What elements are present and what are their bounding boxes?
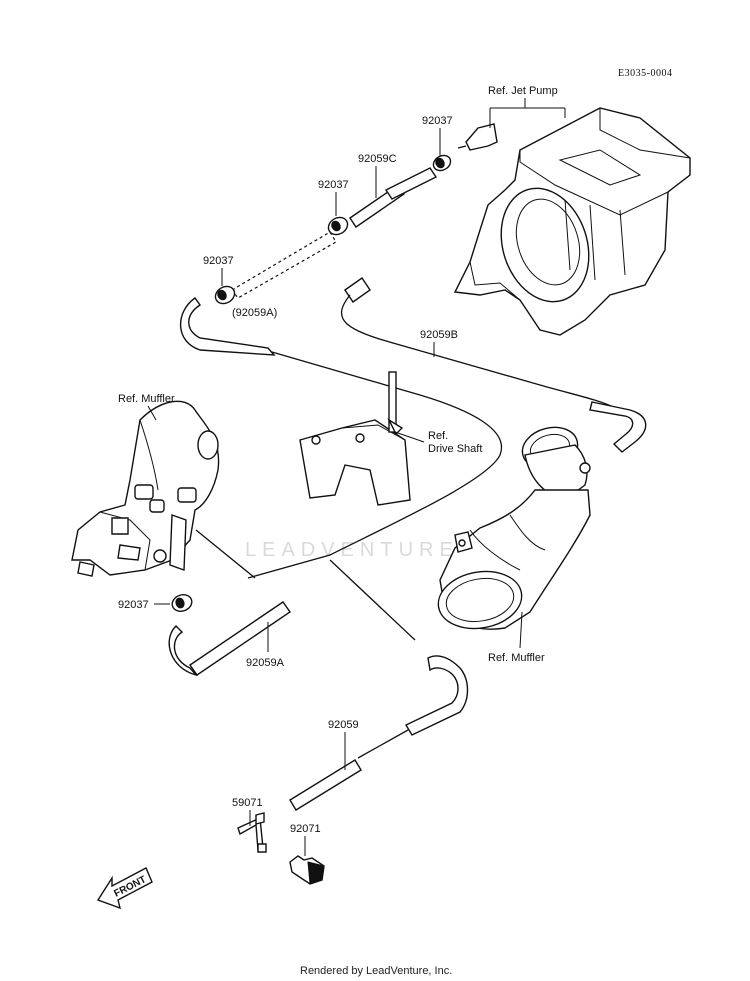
hose-92059C bbox=[349, 167, 438, 228]
label-ref-muffler-right: Ref. Muffler bbox=[488, 652, 545, 664]
label-92059A: 92059A bbox=[246, 657, 285, 669]
drive-shaft-bracket bbox=[299, 371, 411, 506]
hose-92059A-upper bbox=[179, 297, 276, 356]
label-59071: 59071 bbox=[232, 797, 263, 809]
label-92037-left: 92037 bbox=[203, 255, 234, 267]
jet-pump-illustration bbox=[453, 107, 691, 336]
line-to-92059 bbox=[329, 559, 416, 641]
watermark: LEADVENTURE bbox=[245, 539, 459, 561]
tube-59071 bbox=[237, 812, 267, 853]
label-ref-jet-pump: Ref. Jet Pump bbox=[488, 85, 558, 97]
diagram-code: E3035-0004 bbox=[618, 68, 672, 79]
hose-92059 bbox=[289, 655, 469, 811]
label-ref-drive-shaft-1: Ref. bbox=[428, 430, 448, 442]
muffler-left-illustration bbox=[71, 400, 220, 577]
fitting-92071 bbox=[289, 855, 325, 885]
hose-dashed bbox=[231, 231, 337, 299]
muffler-right-illustration bbox=[437, 426, 591, 630]
label-ref-drive-shaft-2: Drive Shaft bbox=[428, 443, 482, 455]
hose-92059A-lower bbox=[168, 601, 291, 677]
muffler-outlet-line bbox=[195, 529, 256, 579]
clamp-92037-top bbox=[432, 154, 452, 172]
clamp-92037-left bbox=[214, 285, 236, 305]
clamp-92037-mid bbox=[327, 216, 349, 236]
label-92071: 92071 bbox=[290, 823, 321, 835]
label-ref-muffler-left: Ref. Muffler bbox=[118, 393, 175, 405]
label-92059B: 92059B bbox=[420, 329, 458, 341]
label-92037-mid: 92037 bbox=[318, 179, 349, 191]
label-92059A-paren: (92059A) bbox=[232, 307, 277, 319]
footer-credit: Rendered by LeadVenture, Inc. bbox=[300, 965, 452, 977]
hose-line-92059A bbox=[247, 351, 503, 579]
hose-line-92059B bbox=[340, 294, 616, 409]
hose-92059B-end bbox=[589, 401, 647, 453]
clamp-92037-bottom bbox=[171, 594, 193, 612]
label-92037-top: 92037 bbox=[422, 115, 453, 127]
front-arrow-icon: FRONT bbox=[96, 867, 153, 910]
label-92059: 92059 bbox=[328, 719, 359, 731]
hose-stub bbox=[344, 277, 371, 303]
label-92059C: 92059C bbox=[358, 153, 397, 165]
label-92037-bottom: 92037 bbox=[118, 599, 149, 611]
